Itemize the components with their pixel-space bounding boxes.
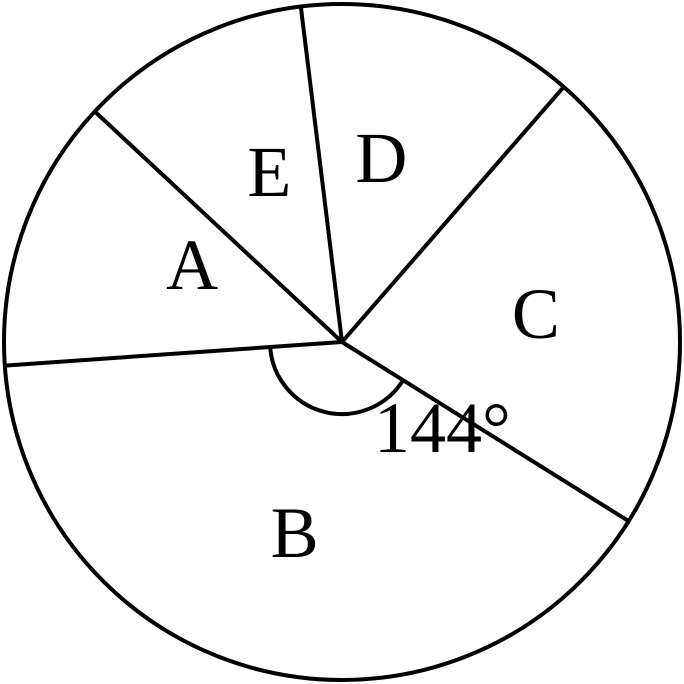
slice-boundary [298, 6, 344, 343]
slice-boundary [340, 340, 630, 523]
angle-arc-marker [268, 346, 405, 416]
slice-label-c: C [512, 274, 560, 354]
slice-boundaries [4, 6, 630, 523]
angle-annotation: 144° [374, 388, 511, 468]
slice-label-e: E [247, 132, 291, 212]
slice-boundary [4, 340, 343, 368]
slice-label-b: B [271, 493, 319, 573]
slice-boundary [93, 110, 344, 344]
slice-label-d: D [355, 118, 407, 198]
slice-label-a: A [166, 225, 218, 305]
slice-boundary [340, 85, 566, 344]
slice-labels: A B C DE [166, 118, 560, 573]
